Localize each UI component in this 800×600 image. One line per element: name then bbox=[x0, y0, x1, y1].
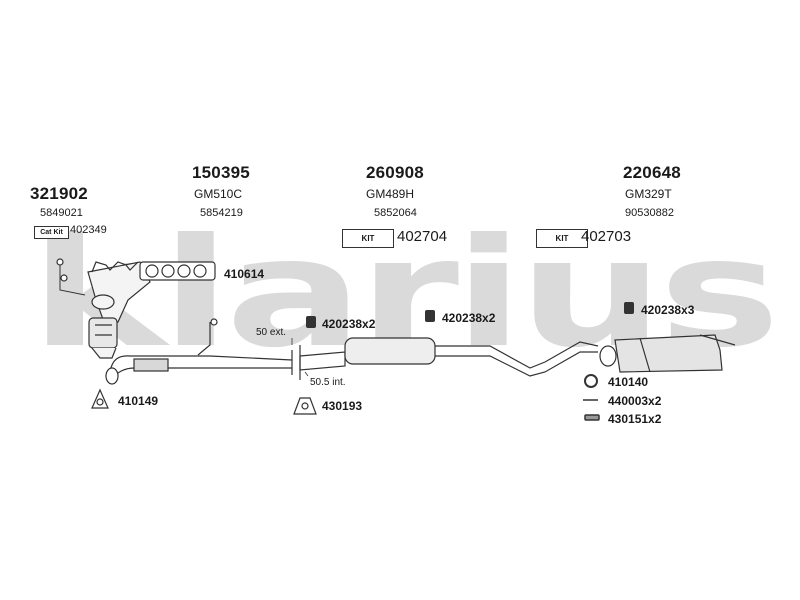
clamp-icon-2 bbox=[425, 310, 435, 322]
mount-430193-icon bbox=[293, 397, 317, 415]
ring-410140-icon bbox=[584, 374, 598, 388]
dimension-lines bbox=[291, 338, 309, 377]
clamp-icon-3 bbox=[624, 302, 634, 314]
front-pipe bbox=[105, 318, 301, 385]
code-gm489h: GM489H bbox=[366, 187, 415, 201]
bolt-440003-label: 440003x2 bbox=[608, 394, 662, 408]
middle-silencer bbox=[299, 337, 599, 377]
manifold-gasket bbox=[139, 261, 216, 281]
int-note: 50.5 int. bbox=[310, 377, 346, 388]
catalytic-converter bbox=[56, 258, 151, 359]
gasket-410149-label: 410149 bbox=[118, 394, 159, 408]
code-gm510c: GM510C bbox=[194, 187, 243, 201]
rear-silencer bbox=[599, 334, 736, 373]
kit-badge-402703: KIT bbox=[536, 229, 588, 248]
ring-410140-label: 410140 bbox=[608, 375, 649, 389]
rubber-430151-label: 430151x2 bbox=[608, 412, 662, 426]
cat-kit-number: 402349 bbox=[70, 224, 107, 236]
oe-number-5849021: 5849021 bbox=[40, 207, 83, 219]
oe-number-90530882: 90530882 bbox=[625, 207, 674, 219]
clamp-label-1: 420238x2 bbox=[322, 317, 376, 331]
clamp-label-3: 420238x3 bbox=[641, 303, 695, 317]
rubber-430151-icon bbox=[584, 414, 600, 421]
part-number-150395: 150395 bbox=[192, 163, 250, 182]
clamp-label-2: 420238x2 bbox=[442, 311, 496, 325]
kit-number-402704: 402704 bbox=[397, 228, 448, 245]
clamp-icon-1 bbox=[306, 316, 316, 328]
ext-note: 50 ext. bbox=[256, 327, 287, 338]
gasket-410149-icon bbox=[91, 388, 109, 409]
part-number-220648: 220648 bbox=[623, 163, 681, 182]
gasket-410614-label: 410614 bbox=[224, 267, 265, 281]
part-number-260908: 260908 bbox=[366, 163, 424, 182]
oe-number-5854219: 5854219 bbox=[200, 207, 243, 219]
part-number-321902: 321902 bbox=[30, 184, 88, 203]
oe-number-5852064: 5852064 bbox=[374, 207, 417, 219]
mount-430193-label: 430193 bbox=[322, 399, 363, 413]
cat-kit-badge: Cat Kit bbox=[34, 226, 69, 239]
kit-number-402703: 402703 bbox=[581, 228, 632, 245]
code-gm329t: GM329T bbox=[625, 187, 672, 201]
kit-badge-402704: KIT bbox=[342, 229, 394, 248]
